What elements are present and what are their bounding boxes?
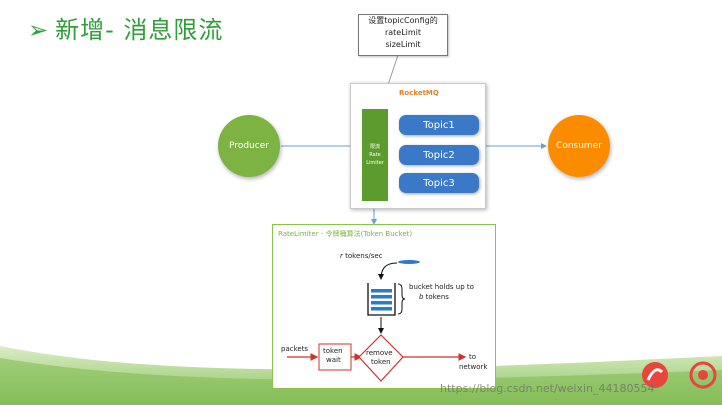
falling-token-icon — [398, 260, 420, 264]
remove-token-diamond — [358, 334, 404, 382]
rocketmq-label: RocketMQ — [399, 89, 439, 97]
callout-line-1: 设置topicConfig的 — [368, 16, 438, 25]
token-wait-label-2: wait — [326, 356, 341, 364]
rate-variable: r — [340, 252, 343, 260]
consumer-label: Consumer — [556, 141, 602, 151]
topic-config-callout: 设置topicConfig的 rateLimit sizeLimit — [358, 14, 448, 56]
limiter-line-1: 限流 — [369, 144, 380, 150]
bucket-outline — [367, 283, 396, 316]
logo-left-icon — [642, 362, 668, 388]
ratelimiter-title: RateLimiter - 令牌桶算法(Token Bucket) — [278, 230, 413, 238]
to-network-label-2: network — [459, 363, 488, 371]
bucket-token — [371, 301, 392, 305]
title-text: 新增- 消息限流 — [55, 16, 224, 44]
token-bucket-diagram — [287, 260, 467, 382]
callout-line-3: sizeLimit — [385, 40, 421, 49]
rocketmq-box: RocketMQ 限流 Rate Limiter Topic1 Topic2 T… — [350, 83, 486, 209]
remove-token-label-1: remove — [366, 349, 393, 357]
bucket-capacity-label-1: bucket holds up to — [409, 283, 474, 291]
topic-3: Topic3 — [399, 173, 479, 193]
token-inflow-arrow — [378, 262, 398, 280]
topic-1: Topic1 — [399, 115, 479, 135]
packets-label: packets — [281, 345, 309, 353]
to-network-label-1: to — [469, 353, 477, 361]
bucket-token — [371, 295, 392, 299]
bucket-capacity-label-2: b tokens — [419, 293, 449, 301]
consumer-node: Consumer — [548, 115, 610, 177]
rate-label: r tokens/sec — [340, 252, 383, 260]
topic-2: Topic2 — [399, 145, 479, 165]
bucket-token — [371, 289, 392, 293]
producer-node: Producer — [218, 115, 280, 177]
producer-label: Producer — [229, 141, 269, 151]
callout-line-2: rateLimit — [384, 28, 422, 37]
bucket-variable: b — [419, 293, 424, 301]
logo-right-icon — [689, 361, 717, 389]
bucket-token — [371, 307, 392, 311]
title-arrow-icon: ➢ — [28, 16, 50, 44]
rate-text: tokens/sec — [342, 252, 383, 260]
token-wait-label-1: token — [323, 347, 343, 355]
limiter-line-3: Limiter — [366, 160, 384, 166]
remove-token-label-2: token — [371, 358, 391, 366]
rate-limiter-block: 限流 Rate Limiter — [362, 109, 388, 201]
limiter-line-2: Rate — [369, 152, 381, 158]
slide-title: ➢新增- 消息限流 — [28, 10, 223, 46]
bucket-capacity-text: tokens — [423, 293, 449, 301]
ratelimiter-panel: RateLimiter - 令牌桶算法(Token Bucket) — [272, 224, 496, 389]
watermark-url: https://blog.csdn.net/weixin_44180554 — [440, 382, 655, 395]
bucket-brace — [397, 283, 406, 315]
